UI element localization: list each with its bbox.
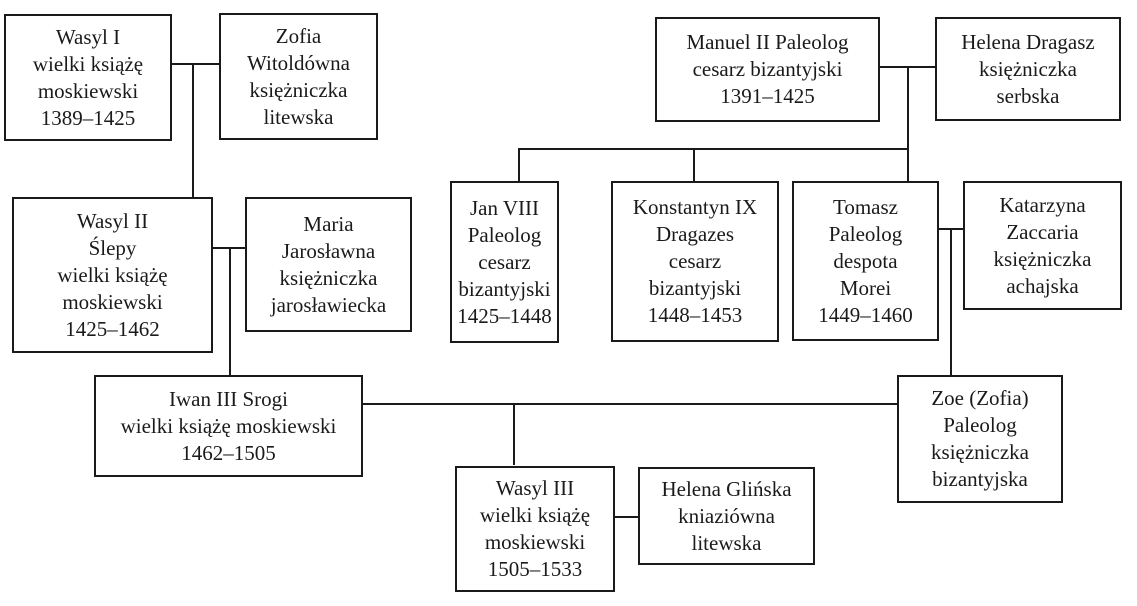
person-title: moskiewski bbox=[37, 78, 139, 103]
person-title: księżniczka bbox=[979, 56, 1077, 81]
person-box-konstantyn9: Konstantyn IX Dragazes cesarz bizantyjsk… bbox=[611, 181, 779, 342]
person-box-katarzyna: Katarzyna Zaccaria księżniczka achajska bbox=[963, 181, 1122, 310]
person-name: Katarzyna bbox=[999, 192, 1086, 217]
marriage-line-wasyl3-helena bbox=[614, 516, 640, 518]
person-box-wasyl1: Wasyl I wielki książę moskiewski 1389–14… bbox=[4, 14, 172, 141]
person-reign: 1389–1425 bbox=[40, 105, 136, 130]
person-title: księżniczka bbox=[993, 246, 1092, 271]
person-name: Paleolog bbox=[943, 413, 1017, 437]
person-box-helena-glinska: Helena Glińska kniaziówna litewska bbox=[638, 467, 815, 565]
person-name: Wasyl I bbox=[55, 24, 121, 49]
person-name: Zofia bbox=[275, 23, 322, 48]
person-box-helena-dragasz: Helena Dragasz księżniczka serbska bbox=[935, 17, 1121, 121]
person-box-manuel2: Manuel II Paleolog cesarz bizantyjski 13… bbox=[655, 17, 880, 122]
descent-line-jan8 bbox=[518, 148, 520, 181]
person-box-jan8: Jan VIII Paleolog cesarz bizantyjski 142… bbox=[450, 181, 559, 343]
person-box-zoe: Zoe (Zofia) Paleolog księżniczka bizanty… bbox=[897, 375, 1063, 503]
person-reign: 1448–1453 bbox=[647, 303, 743, 327]
marriage-line-iwan3-zoe bbox=[361, 403, 899, 405]
person-title: litewska bbox=[691, 530, 762, 555]
person-reign: 1505–1533 bbox=[487, 557, 583, 581]
person-name: Paleolog bbox=[467, 222, 542, 247]
descent-line-iwan3 bbox=[229, 247, 231, 376]
person-title: cesarz bbox=[668, 249, 722, 273]
person-name: Helena Dragasz bbox=[961, 29, 1095, 54]
person-name: Dragazes bbox=[655, 222, 735, 246]
descent-line-zoe bbox=[950, 228, 952, 376]
person-title: bizantyjska bbox=[932, 467, 1028, 491]
person-box-maria-jaroslawna: Maria Jarosławna księżniczka jarosławiec… bbox=[245, 197, 412, 332]
person-name: Zoe (Zofia) bbox=[931, 386, 1029, 410]
person-title: despota bbox=[833, 248, 898, 273]
person-title: moskiewski bbox=[62, 289, 163, 314]
person-title: kniaziówna bbox=[678, 503, 775, 528]
person-box-wasyl2: Wasyl II Ślepy wielki książę moskiewski … bbox=[12, 197, 213, 353]
person-name: Zaccaria bbox=[1006, 219, 1079, 244]
person-name: Manuel II Paleolog bbox=[686, 30, 849, 54]
person-title: moskiewski bbox=[484, 530, 586, 554]
person-reign: 1391–1425 bbox=[720, 84, 815, 108]
person-name: Tomasz bbox=[832, 194, 898, 219]
person-title: księżniczka bbox=[279, 265, 378, 290]
person-title: bizantyjski bbox=[458, 276, 551, 301]
person-title: serbska bbox=[996, 83, 1060, 108]
person-epithet: Ślepy bbox=[88, 235, 137, 260]
person-box-iwan3: Iwan III Srogi wielki książę moskiewski … bbox=[94, 375, 363, 477]
person-title: achajska bbox=[1006, 273, 1079, 298]
person-name: Wasyl II bbox=[76, 208, 149, 233]
person-title: wielki książę bbox=[479, 503, 591, 527]
person-title: cesarz bizantyjski bbox=[692, 57, 843, 81]
person-name: Helena Glińska bbox=[661, 476, 792, 501]
person-title: litewska bbox=[263, 104, 334, 129]
person-title: jarosławiecka bbox=[270, 292, 387, 317]
person-box-tomasz: Tomasz Paleolog despota Morei 1449–1460 bbox=[792, 181, 939, 341]
person-title: cesarz bbox=[478, 249, 531, 274]
person-title: Morei bbox=[839, 275, 892, 300]
person-title: wielki książę moskiewski bbox=[120, 413, 337, 438]
marriage-line-wasyl1-zofia bbox=[171, 63, 221, 65]
person-name: Maria bbox=[303, 211, 354, 236]
person-name: Paleolog bbox=[828, 221, 903, 246]
person-name: Jarosławna bbox=[281, 238, 376, 263]
person-name: Wasyl III bbox=[495, 476, 575, 500]
person-name: Witoldówna bbox=[247, 50, 350, 75]
person-box-wasyl3: Wasyl III wielki książę moskiewski 1505–… bbox=[455, 466, 615, 592]
person-name: Konstantyn IX bbox=[632, 195, 758, 219]
person-name: Iwan III Srogi bbox=[169, 386, 288, 411]
person-title: wielki książę bbox=[32, 51, 144, 76]
person-box-zofia-witoldowna: Zofia Witoldówna księżniczka litewska bbox=[219, 13, 378, 140]
person-title: księżniczka bbox=[931, 440, 1029, 464]
person-reign: 1449–1460 bbox=[818, 302, 913, 327]
descent-line-wasyl3 bbox=[513, 403, 515, 465]
person-reign: 1425–1448 bbox=[457, 303, 552, 328]
descent-line-konstantyn9 bbox=[693, 148, 695, 181]
descent-line-wasyl2 bbox=[192, 63, 194, 199]
person-reign: 1462–1505 bbox=[181, 440, 276, 465]
person-reign: 1425–1462 bbox=[65, 316, 160, 341]
descent-trunk-manuel2 bbox=[907, 66, 909, 181]
person-title: bizantyjski bbox=[648, 276, 742, 300]
person-name: Jan VIII bbox=[469, 195, 539, 220]
sibling-bar-paleolog bbox=[518, 148, 909, 150]
person-title: wielki książę bbox=[57, 262, 168, 287]
person-title: księżniczka bbox=[249, 77, 348, 102]
